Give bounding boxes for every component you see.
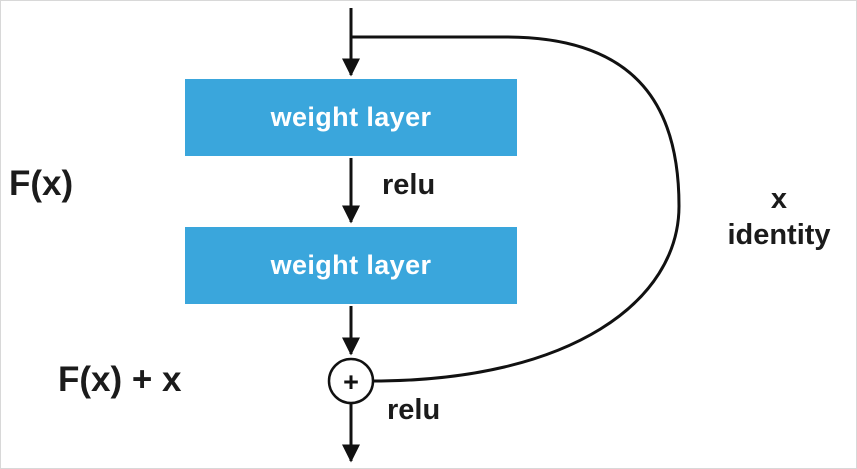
- weight-layer-label-2: weight layer: [270, 250, 432, 280]
- fx-plus-x-label: F(x) + x: [58, 360, 182, 399]
- fx-label: F(x): [9, 164, 74, 203]
- sum-node-circle: [327, 357, 375, 405]
- weight-layer-box-2: weight layer: [185, 227, 517, 304]
- plus-sign: +: [343, 367, 359, 397]
- weight-layer-label-1: weight layer: [270, 102, 432, 132]
- identity-label: x identity: [713, 181, 845, 253]
- relu-label-top: relu: [382, 169, 436, 201]
- identity-label-x: x: [770, 183, 788, 215]
- weight-layer-box-1: weight layer: [185, 79, 517, 156]
- skip-connection-curve: [351, 35, 681, 383]
- identity-label-word: identity: [727, 219, 831, 251]
- relu-label-bottom: relu: [387, 394, 441, 426]
